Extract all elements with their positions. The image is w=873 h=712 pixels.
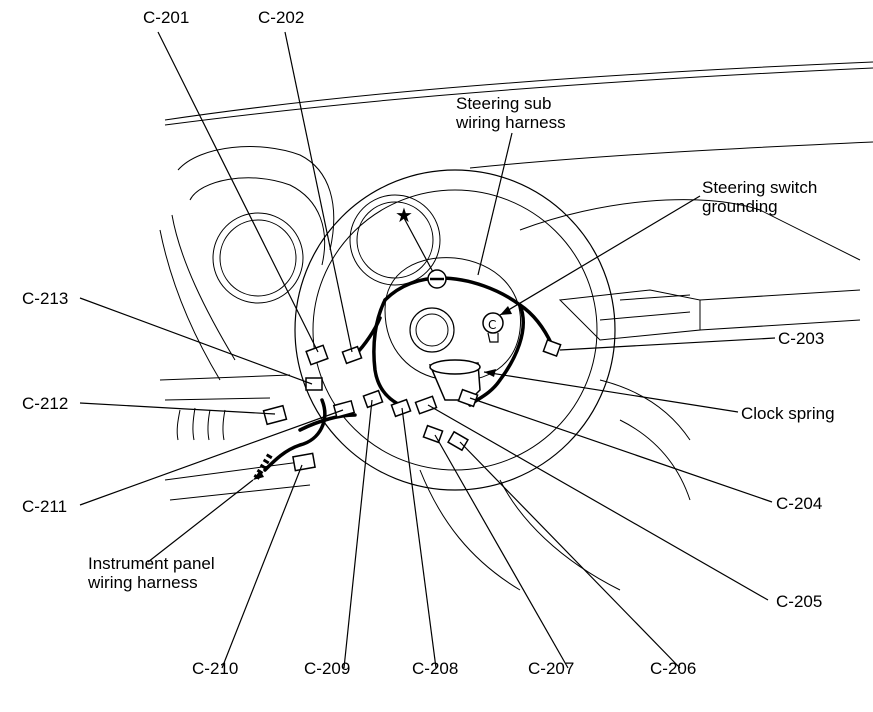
label-c-208: C-208 — [412, 659, 459, 678]
label-grounding-2: grounding — [702, 197, 778, 216]
label-steering-sub-1: Steering sub — [456, 94, 552, 113]
label-c-213: C-213 — [22, 289, 69, 308]
grounding-terminal-icon: C — [482, 312, 504, 343]
label-c-203: C-203 — [778, 329, 825, 348]
label-ip-harness-2: wiring harness — [88, 573, 198, 592]
label-steering-sub-2: wiring harness — [456, 113, 566, 132]
label-c-211: C-211 — [22, 497, 68, 516]
connector-icon — [262, 339, 562, 472]
dashboard-outline — [159, 61, 873, 591]
leader-lines — [79, 31, 776, 669]
label-c-205: C-205 — [776, 592, 823, 611]
label-clock-spring: Clock spring — [741, 404, 835, 423]
label-c-209: C-209 — [304, 659, 351, 678]
label-c-207: C-207 — [528, 659, 575, 678]
label-ip-harness-1: Instrument panel — [88, 554, 215, 573]
label-c-204: C-204 — [776, 494, 823, 513]
svg-text:C: C — [488, 318, 496, 332]
wiring-harness — [263, 276, 554, 472]
label-c-210: C-210 — [192, 659, 239, 678]
label-c-212: C-212 — [22, 394, 69, 413]
label-grounding-1: Steering switch — [702, 178, 818, 197]
star-icon: ★ — [395, 203, 413, 227]
label-c-202: C-202 — [258, 8, 305, 27]
arrowheads — [253, 306, 512, 480]
label-c-201: C-201 — [143, 8, 190, 27]
label-c-206: C-206 — [650, 659, 697, 678]
